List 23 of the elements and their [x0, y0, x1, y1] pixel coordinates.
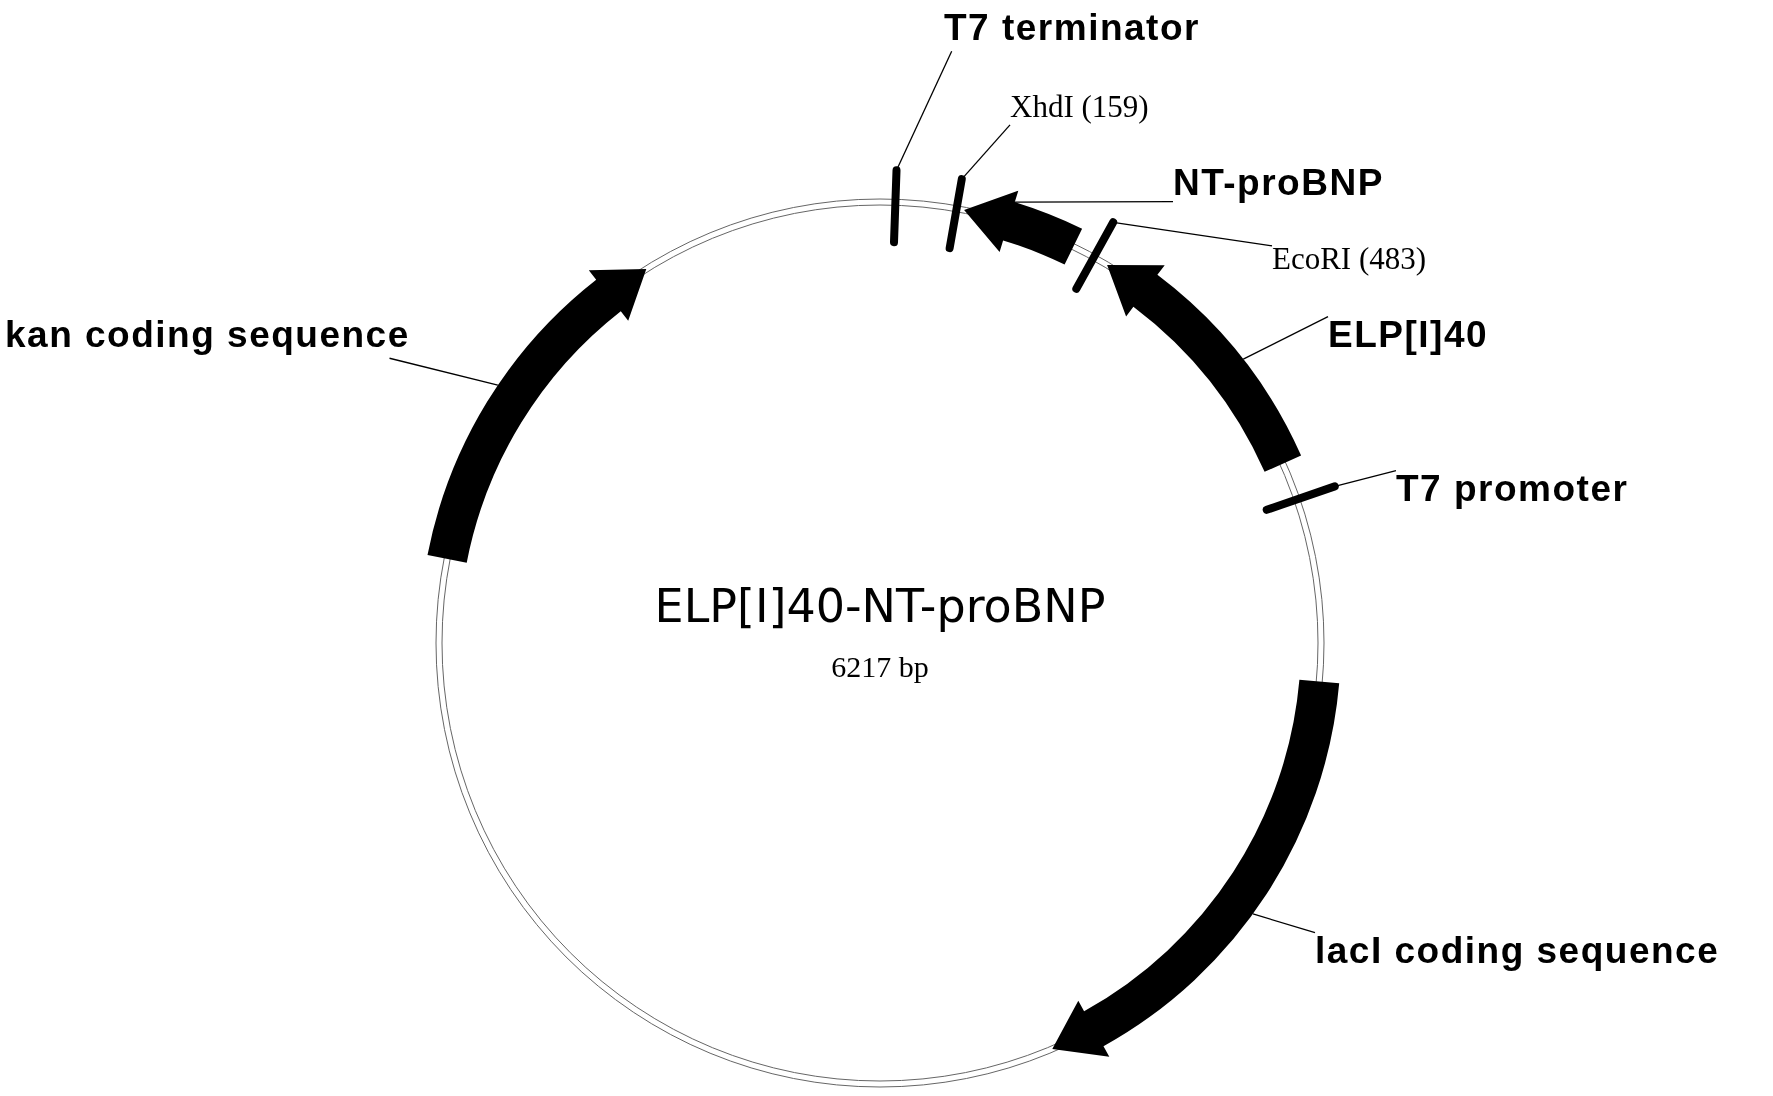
feature-label: XhdI (159)	[1010, 88, 1149, 126]
feature-label: T7 promoter	[1396, 467, 1629, 511]
site-marker	[945, 175, 966, 253]
leader-line	[1014, 201, 1174, 203]
leader-line	[1242, 316, 1329, 360]
feature-label: lacI coding sequence	[1315, 929, 1720, 973]
site-marker	[1262, 482, 1339, 514]
feature-label: kan coding sequence	[5, 313, 410, 357]
feature-label: NT-proBNP	[1173, 161, 1384, 205]
coding-region	[427, 269, 647, 563]
plasmid-name: ELP[I]40-NT-proBNP	[654, 578, 1106, 635]
plasmid-size: 6217 bp	[831, 648, 929, 685]
leader-line	[1252, 913, 1316, 934]
site-marker	[1072, 218, 1118, 293]
leader-line	[961, 124, 1011, 180]
feature-label: ELP[I]40	[1328, 313, 1489, 357]
coding-region	[964, 190, 1083, 265]
feature-label: EcoRI (483)	[1272, 240, 1427, 278]
leader-line	[895, 50, 953, 171]
leader-line	[388, 357, 499, 386]
leader-line	[1334, 470, 1397, 488]
feature-label: T7 terminator	[944, 6, 1200, 50]
site-marker	[890, 166, 901, 247]
